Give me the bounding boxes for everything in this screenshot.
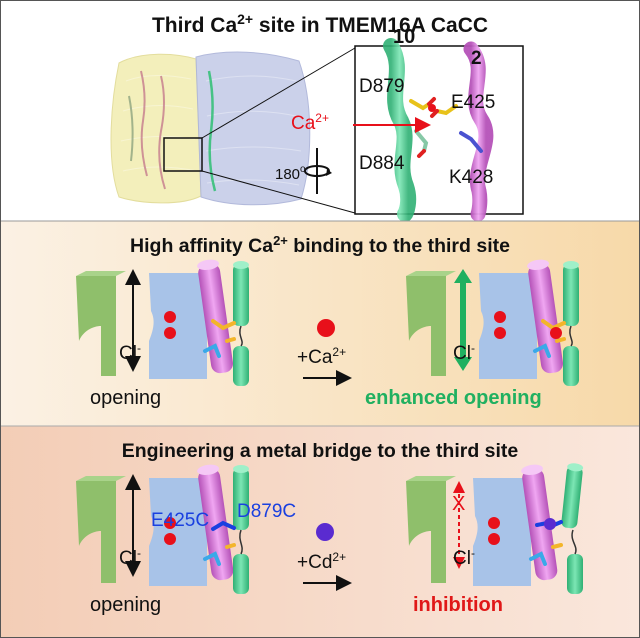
helix-10-label: 10 — [393, 26, 415, 48]
rotation-indicator: 180o — [275, 148, 332, 194]
cd-ion-reagent — [316, 523, 334, 541]
ca-label: Ca2+ — [291, 111, 329, 134]
residue-label-k428: K428 — [449, 167, 493, 188]
residue-label-e425: E425 — [451, 92, 495, 113]
chloride-label-3: Cl- — [119, 546, 141, 569]
chloride-label-1: Cl- — [119, 341, 141, 364]
section-2-title: Engineering a metal bridge to the third … — [122, 440, 519, 462]
residue-label-d884: D884 — [359, 153, 405, 174]
reagent-ca: +Ca2+ — [297, 345, 346, 368]
caption-opening-1: opening — [90, 387, 161, 409]
section-1-title: High affinity Ca2+ binding to the third … — [130, 233, 510, 257]
channel-cartoon-inhibited — [406, 463, 584, 594]
channel-cartoon-mutant-open — [76, 464, 249, 594]
rotation-label: 180o — [275, 164, 306, 183]
title-panel: Third Ca2+ site in TMEM16A CaCC — [152, 11, 488, 37]
figure-title: Third Ca2+ site in TMEM16A CaCC — [152, 11, 488, 37]
reagent-cd: +Cd2+ — [297, 550, 346, 573]
caption-inhibition: inhibition — [413, 594, 503, 616]
zoom-box — [163, 137, 203, 172]
ca-ion-zoom — [428, 104, 436, 112]
ca-ion-reagent — [317, 319, 335, 337]
mutant-label-e425c: E425C — [151, 510, 209, 531]
mutant-label-d879c: D879C — [237, 501, 296, 522]
channel-cartoon-open — [76, 259, 249, 386]
chloride-label-4: Cl- — [453, 546, 475, 569]
caption-enhanced-opening: enhanced opening — [365, 387, 542, 409]
helix-2-label: 2 — [471, 48, 482, 69]
block-mark: X — [452, 493, 465, 515]
chloride-label-2: Cl- — [453, 341, 475, 364]
zoom-inset: 10 2 D879 E425 D884 K428 — [354, 26, 524, 222]
residue-label-d879: D879 — [359, 76, 404, 97]
protein-surface — [110, 47, 356, 214]
caption-opening-2: opening — [90, 594, 161, 616]
channel-cartoon-enhanced — [406, 259, 579, 386]
ca-pointer: Ca2+ — [291, 111, 431, 134]
